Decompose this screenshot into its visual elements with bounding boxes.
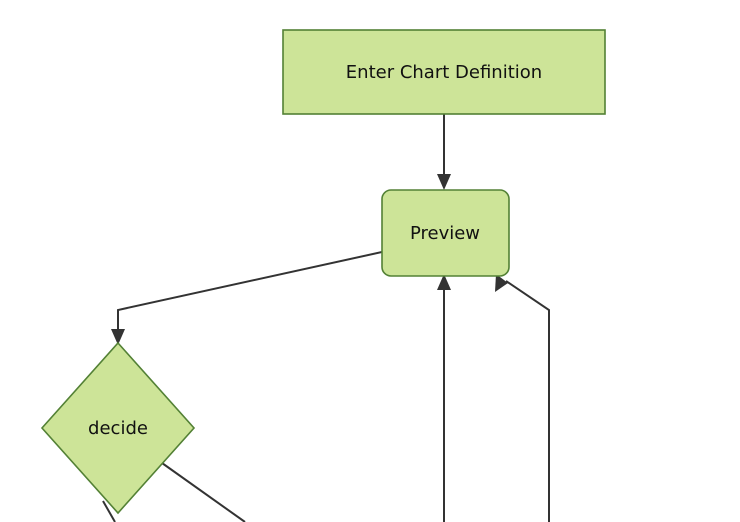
edge-preview-to-decide-line [117, 251, 383, 333]
edge-layer [102, 114, 550, 522]
decide-shape[interactable] [40, 341, 196, 515]
node-layer: Enter Chart Definition Preview decide [40, 29, 606, 515]
arrowhead-up-into-preview-center [437, 274, 451, 290]
node-preview[interactable]: Preview [381, 189, 510, 277]
arrowhead-down-into-preview [437, 174, 451, 190]
edge-bottom-right-to-preview-line [505, 280, 550, 522]
arrowhead-up-into-preview-right [495, 274, 508, 292]
arrowhead-down-into-decide [111, 329, 125, 345]
edge-preview-to-decide [111, 251, 383, 345]
edge-bottom-center-to-preview [437, 274, 451, 522]
edge-decide-bottom-left-line [102, 500, 116, 522]
enter-chart-definition-shape[interactable] [282, 29, 606, 115]
node-decide[interactable]: decide [40, 341, 196, 515]
edge-bottom-right-to-preview [495, 274, 550, 522]
edge-enter-to-preview [437, 114, 451, 190]
node-enter-chart-definition[interactable]: Enter Chart Definition [282, 29, 606, 115]
enter-chart-definition-label: Enter Chart Definition [346, 62, 542, 83]
preview-shape[interactable] [381, 189, 510, 277]
preview-label: Preview [410, 223, 480, 244]
decide-label: decide [88, 418, 148, 439]
edge-decide-bottom-right-line [161, 462, 246, 522]
